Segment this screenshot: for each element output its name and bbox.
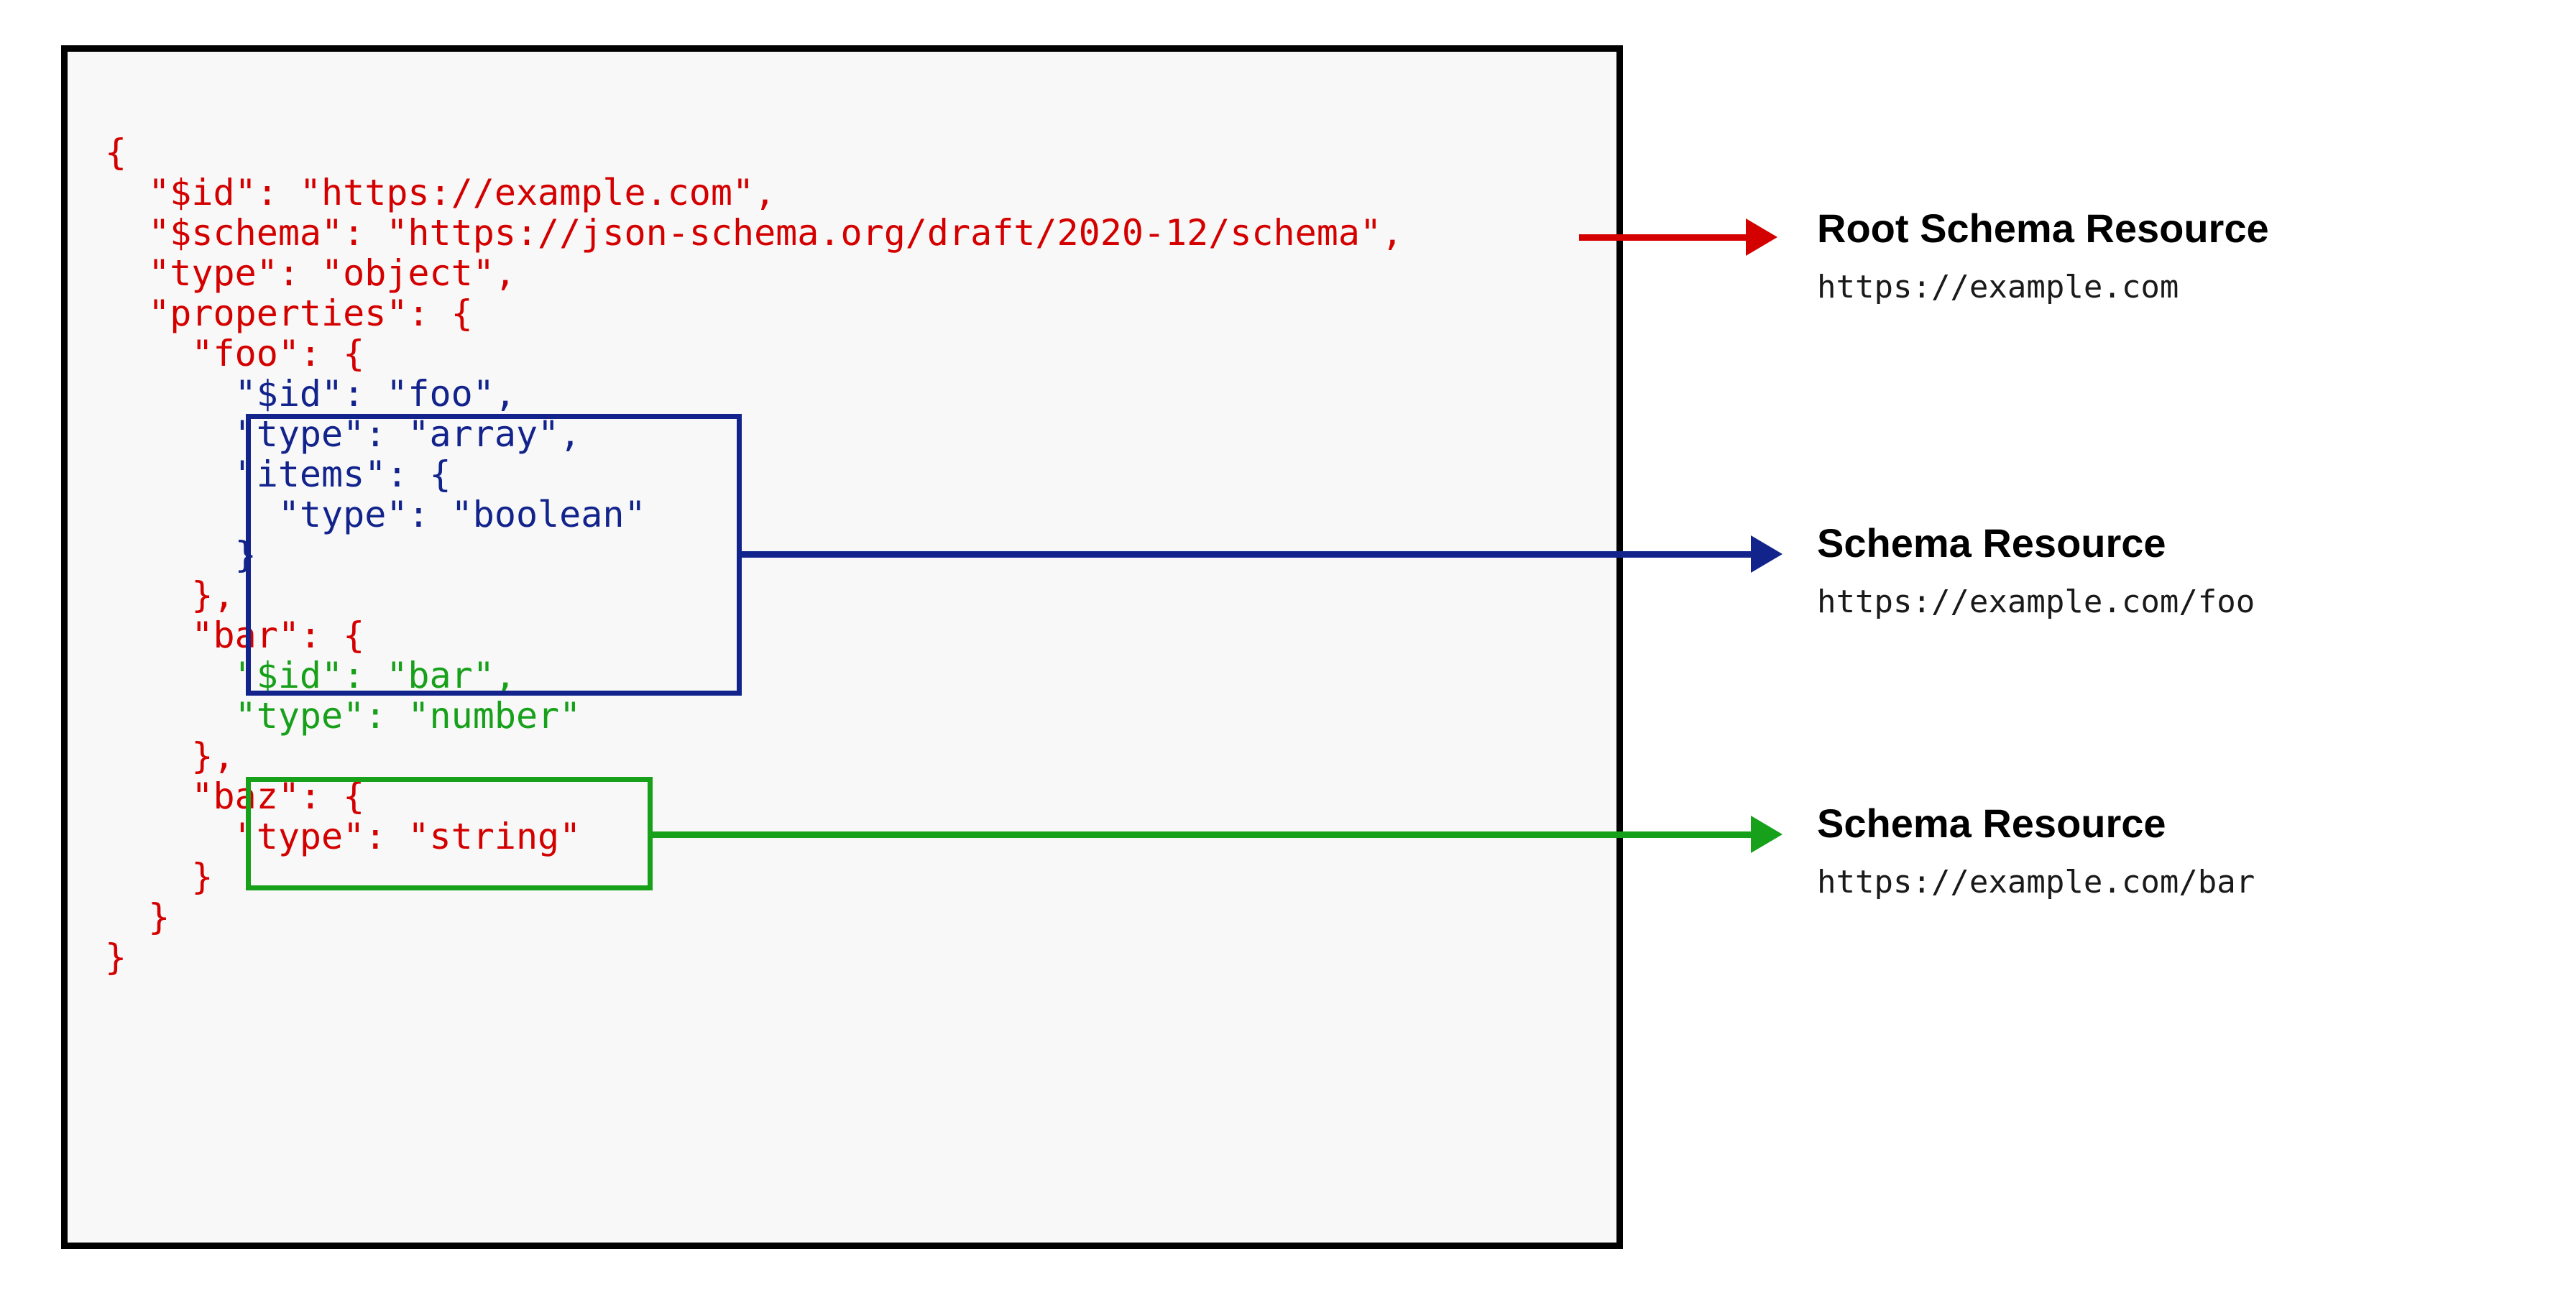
foo-schema-arrow-head-icon: [1751, 535, 1782, 573]
root-schema-arrow-head-icon: [1746, 218, 1777, 256]
callout-uri: https://example.com/foo: [1817, 584, 2255, 620]
code-line: "items": {: [105, 453, 451, 495]
code-line: }: [105, 856, 213, 898]
callout-foo-schema-resource: Schema Resource https://example.com/foo: [1817, 522, 2255, 621]
callout-bar-schema-resource: Schema Resource https://example.com/bar: [1817, 802, 2255, 901]
code-line: "$id": "bar",: [105, 655, 516, 696]
code-line: {: [105, 132, 127, 173]
code-line: },: [105, 735, 235, 777]
callout-title: Schema Resource: [1817, 801, 2166, 846]
code-line: "$id": "foo",: [105, 373, 516, 415]
code-line: "baz": {: [105, 775, 365, 817]
callout-uri: https://example.com/bar: [1817, 864, 2255, 900]
callout-title: Root Schema Resource: [1817, 206, 2269, 251]
code-line: "type": "number": [105, 695, 581, 737]
code-line: "properties": {: [105, 292, 473, 334]
callout-root-schema-resource: Root Schema Resource https://example.com: [1817, 207, 2269, 306]
root-schema-arrow-line: [1579, 234, 1747, 241]
code-line: "bar": {: [105, 614, 365, 656]
code-line: }: [105, 534, 257, 576]
bar-schema-arrow-head-icon: [1751, 816, 1782, 853]
callout-uri: https://example.com: [1817, 269, 2179, 305]
code-panel: { "$id": "https://example.com", "$schema…: [61, 45, 1623, 1249]
code-line: }: [105, 936, 127, 978]
code-line: "$schema": "https://json-schema.org/draf…: [105, 212, 1404, 254]
bar-schema-arrow-line: [650, 831, 1752, 838]
json-schema-code: { "$id": "https://example.com", "$schema…: [105, 132, 1403, 977]
callout-title: Schema Resource: [1817, 520, 2166, 566]
code-line: "type": "array",: [105, 413, 581, 455]
foo-schema-arrow-line: [739, 551, 1752, 558]
code-line: "type": "boolean": [105, 494, 646, 535]
code-line: },: [105, 574, 235, 616]
code-line: }: [105, 896, 170, 938]
code-line: "$id": "https://example.com",: [105, 172, 776, 213]
code-line: "type": "string": [105, 816, 581, 857]
code-line: "foo": {: [105, 333, 365, 374]
code-line: "type": "object",: [105, 252, 516, 294]
